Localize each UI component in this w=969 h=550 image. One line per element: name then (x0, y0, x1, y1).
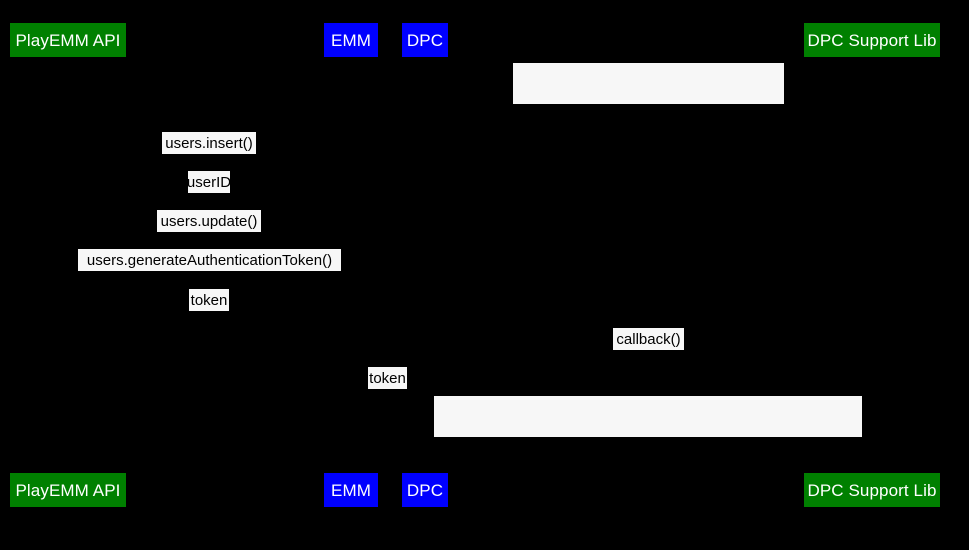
arrowhead-left-icon (68, 228, 76, 236)
message-arrow-add-android-for-work-account (425, 437, 872, 438)
participant-label: DPC (406, 480, 444, 500)
arrowhead-right-icon (343, 189, 351, 197)
message-label-token-to-dpc: token (368, 367, 407, 389)
participant-label: DPC Support Lib (807, 480, 937, 500)
arrowhead-left-icon (68, 267, 76, 275)
participant-dpc-support-lib-bottom[interactable]: DPC Support Lib (804, 473, 940, 507)
message-arrow-users-insert (68, 154, 351, 155)
message-label-line-2: .ensureWorkingEnvironment(callback) (521, 161, 776, 178)
participant-playemm-api-bottom[interactable]: PlayEMM API (10, 473, 126, 507)
message-arrow-token-to-dpc (351, 389, 425, 390)
message-label-text: users.update() (160, 212, 258, 230)
message-label-callback: callback() (613, 328, 684, 350)
participant-dpc-support-lib-top[interactable]: DPC Support Lib (804, 23, 940, 57)
message-label-line-1: androidForWorkAccountSupport (541, 437, 755, 454)
participant-playemm-api-top[interactable]: PlayEMM API (10, 23, 126, 57)
arrowhead-right-icon (864, 433, 872, 441)
participant-label: PlayEMM API (15, 480, 121, 500)
message-label-text: users.generateAuthenticationToken() (86, 251, 333, 269)
message-label-ensure-working-environment: androidForWorkAccountSupport .ensureWork… (513, 63, 784, 178)
message-arrow-user-id (68, 193, 351, 194)
arrowhead-right-icon (343, 307, 351, 315)
lifeline-dpc-support-lib (872, 57, 873, 473)
message-label-user-id: userID (186, 171, 232, 193)
message-label-text: users.insert() (165, 134, 253, 152)
message-label-token-to-emm: token (189, 289, 229, 311)
message-label-text: token (369, 369, 406, 387)
message-arrow-callback (425, 350, 872, 351)
message-arrow-users-generate-authentication-token (68, 271, 351, 272)
message-arrow-users-update (68, 232, 351, 233)
message-label-text: token (190, 291, 228, 309)
participant-label: EMM (331, 30, 371, 50)
participant-label: DPC Support Lib (807, 30, 937, 50)
message-arrow-ensure-working-environment (425, 104, 872, 105)
arrowhead-right-icon (864, 100, 872, 108)
message-label-users-generate-authentication-token: users.generateAuthenticationToken() (78, 249, 341, 271)
participant-dpc-bottom[interactable]: DPC (402, 473, 448, 507)
message-arrow-token-to-emm (68, 311, 351, 312)
message-label-text: userID (186, 173, 232, 191)
lifeline-playemm-api (68, 57, 69, 473)
message-label-text: callback() (616, 330, 681, 348)
participant-label: PlayEMM API (15, 30, 121, 50)
participant-emm-top[interactable]: EMM (324, 23, 378, 57)
lifeline-emm (351, 57, 352, 473)
participant-emm-bottom[interactable]: EMM (324, 473, 378, 507)
message-label-line-2: .addAndroidForWorkAccount(token, account… (447, 494, 849, 511)
message-label-line-1: androidForWorkAccountSupport (541, 104, 756, 121)
message-label-users-update: users.update() (157, 210, 261, 232)
lifeline-dpc (425, 57, 426, 473)
arrowhead-left-icon (425, 346, 433, 354)
message-label-add-android-for-work-account: androidForWorkAccountSupport .addAndroid… (434, 396, 862, 511)
arrowhead-left-icon (68, 150, 76, 158)
sequence-diagram-canvas: PlayEMM API EMM DPC DPC Support Lib andr… (10, 23, 940, 511)
participant-label: DPC (406, 30, 444, 50)
message-label-users-insert: users.insert() (162, 132, 256, 154)
participant-label: EMM (331, 480, 371, 500)
participant-dpc-top[interactable]: DPC (402, 23, 448, 57)
arrowhead-right-icon (417, 385, 425, 393)
